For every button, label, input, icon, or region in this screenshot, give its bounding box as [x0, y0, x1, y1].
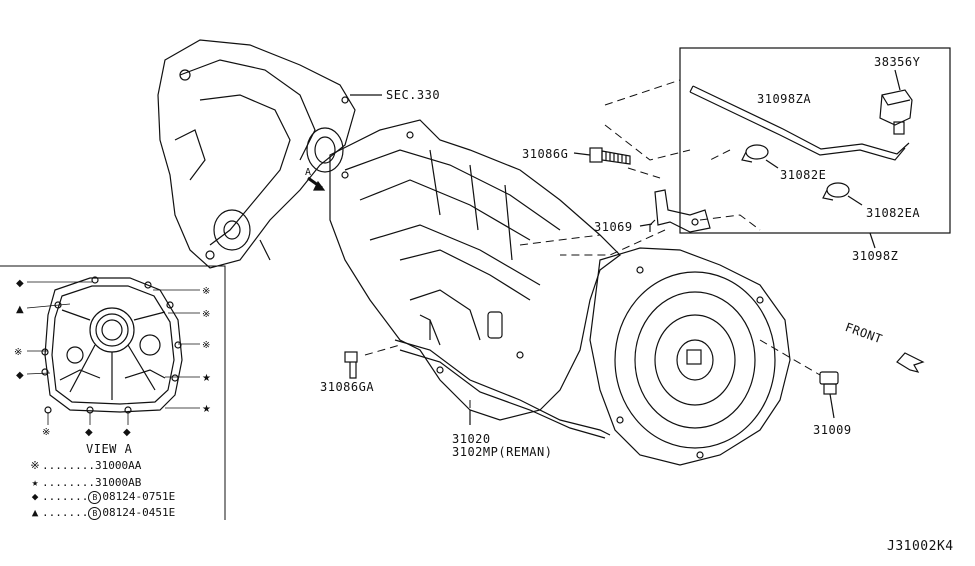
- bracket-31069: [649, 189, 711, 233]
- svg-text:※: ※: [202, 309, 210, 320]
- svg-text:◆: ◆: [16, 370, 24, 381]
- legend-prefix-circle: B: [88, 507, 102, 520]
- legend-symbol: ★: [31, 476, 39, 489]
- legend-symbol: ▲: [31, 506, 39, 519]
- label-3102mp: 3102MP(REMAN): [452, 445, 553, 459]
- legend-text: 08124-0451E: [102, 506, 176, 519]
- view-a-title: VIEW A: [86, 442, 133, 456]
- drain-plug-31009: [819, 371, 839, 395]
- label-sec330: SEC.330: [386, 88, 441, 102]
- diagram-id: J31002K4: [887, 539, 954, 554]
- svg-text:★: ★: [202, 373, 211, 384]
- svg-text:★: ★: [202, 404, 211, 415]
- label-31082ea: 31082EA: [866, 206, 921, 220]
- legend-symbol: ※: [30, 459, 40, 472]
- legend-text: 08124-0751E: [102, 490, 176, 503]
- clip-31082e: [741, 144, 769, 163]
- legend-symbol: ◆: [31, 490, 39, 503]
- svg-text:◆: ◆: [16, 278, 24, 289]
- label-31009: 31009: [813, 423, 852, 437]
- label-31086ga: 31086GA: [320, 380, 375, 394]
- label-31069: 31069: [594, 220, 633, 234]
- label-31020: 31020: [452, 432, 491, 446]
- label-31098z: 31098Z: [852, 249, 899, 263]
- label-31086g: 31086G: [522, 147, 569, 161]
- label-38356y: 38356Y: [874, 55, 921, 69]
- label-31098za: 31098ZA: [757, 92, 812, 106]
- label-31082e: 31082E: [780, 168, 827, 182]
- clip-31082ea: [822, 182, 850, 201]
- svg-text:※: ※: [14, 347, 22, 358]
- transfer-case: [157, 39, 356, 269]
- view-a-cover: [41, 276, 183, 414]
- svg-text:※: ※: [202, 340, 210, 351]
- legend-text: 31000AA: [94, 459, 142, 472]
- breather-cap: [879, 69, 913, 135]
- svg-text:◆: ◆: [123, 427, 131, 438]
- legend-row: ※........31000AA: [28, 459, 141, 473]
- bolt-31086g: [589, 147, 631, 165]
- svg-text:▲: ▲: [16, 304, 24, 315]
- legend-prefix-circle: B: [88, 491, 102, 504]
- svg-text:※: ※: [42, 427, 50, 438]
- bolt-31086ga: [344, 351, 358, 379]
- converter-housing: [589, 247, 791, 466]
- view-arrow-label: A: [305, 167, 312, 178]
- legend-row: ★........31000AB: [28, 476, 142, 490]
- transmission-body: [329, 119, 621, 439]
- legend-text: 31000AB: [94, 476, 142, 489]
- svg-text:※: ※: [202, 286, 210, 297]
- svg-text:◆: ◆: [85, 427, 93, 438]
- breather-hose: [689, 85, 910, 161]
